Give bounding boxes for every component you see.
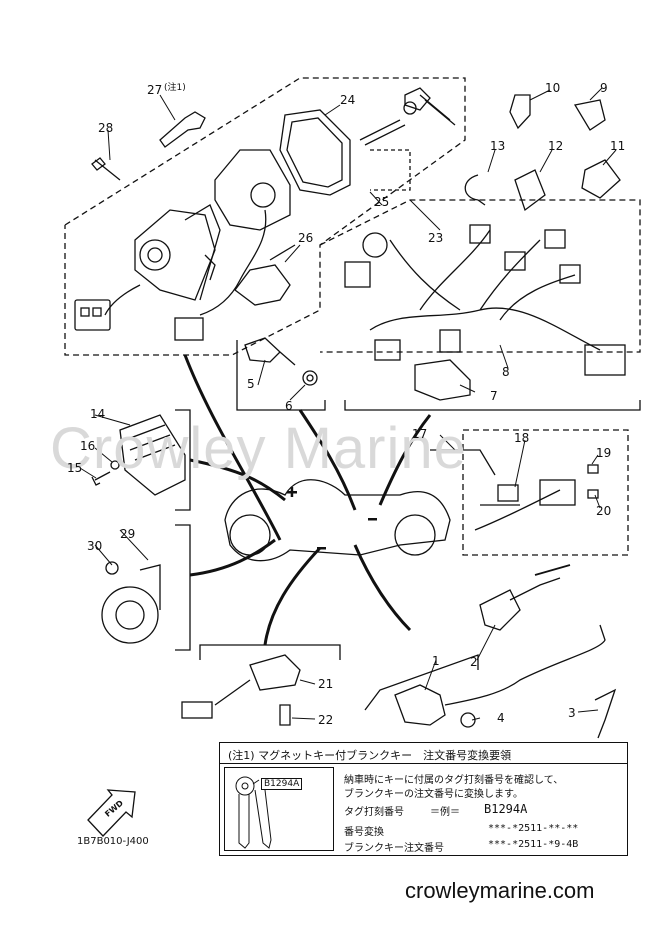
washer-6 xyxy=(302,370,318,386)
callout-24: 24 xyxy=(340,93,356,107)
bracket-29 xyxy=(175,524,191,651)
diagram-code: 1B7B010-J400 xyxy=(77,836,149,847)
callout-9: 9 xyxy=(600,81,608,95)
bracket-21 xyxy=(199,644,341,660)
note-line-2: ブランクキーの注文番号に変換します。 xyxy=(344,789,523,800)
sub-harness-17 xyxy=(474,489,561,531)
note-divider xyxy=(220,763,627,764)
callout-7: 7 xyxy=(490,389,498,403)
callout-28: 28 xyxy=(98,121,114,135)
callout-6: 6 xyxy=(285,399,293,413)
watermark: Crowley Marine xyxy=(50,416,467,481)
callout-20: 20 xyxy=(596,504,612,518)
site-url: crowleymarine.com xyxy=(405,878,595,903)
sensor-5 xyxy=(244,337,296,366)
callout-11: 11 xyxy=(610,139,626,153)
fwd-arrow xyxy=(87,789,136,837)
bolt-22 xyxy=(279,704,291,726)
sensor-21 xyxy=(214,654,301,706)
group-box-17 xyxy=(462,429,629,556)
cover-24 xyxy=(279,109,351,196)
plug-cap-2 xyxy=(479,589,521,631)
ignition-switch xyxy=(134,209,216,301)
conversion-value: ***-*2511-**-** xyxy=(488,823,579,834)
clip-9 xyxy=(573,99,606,131)
callout-27: 27 xyxy=(147,83,163,97)
nut-30 xyxy=(105,561,119,575)
callout-15: 15 xyxy=(67,461,83,475)
tag-number-value: B1294A xyxy=(484,802,528,816)
callout-10: 10 xyxy=(545,81,561,95)
callout-30: 30 xyxy=(87,539,103,553)
nut-4 xyxy=(460,712,476,728)
key-tag-illustration: B1294A xyxy=(224,767,334,851)
tag-number-label: タグ打刻番号 xyxy=(344,807,404,818)
callout-18: 18 xyxy=(514,431,530,445)
note-box: (注1) マグネットキー付ブランクキー 注文番号変換要領 B1294A 納車時に… xyxy=(219,742,628,856)
callout-21: 21 xyxy=(318,677,334,691)
group-box-harness xyxy=(319,199,641,353)
callout-29: 29 xyxy=(120,527,136,541)
blank-key-label: ブランクキー注文番号 xyxy=(344,843,444,854)
key-tag-icon xyxy=(235,776,272,849)
switch-housing xyxy=(214,149,291,231)
example-label: ＝例＝ xyxy=(430,807,460,818)
note-title: (注1) マグネットキー付ブランクキー 注文番号変換要領 xyxy=(228,749,512,762)
relay-7 xyxy=(414,359,471,401)
callout-19: 19 xyxy=(596,446,612,460)
callout-25: 25 xyxy=(374,195,390,209)
clip-10 xyxy=(509,94,531,130)
key-set-25 xyxy=(359,87,456,146)
horn-29 xyxy=(101,586,159,644)
clip-11 xyxy=(581,159,621,199)
rectifier-14 xyxy=(119,414,186,496)
key-27 xyxy=(159,111,206,148)
conversion-label: 番号変換 xyxy=(344,827,384,838)
note-line-1: 納車時にキーに付属のタグ打刻番号を確認して、 xyxy=(344,775,564,786)
callout-4: 4 xyxy=(497,711,505,725)
sensor-26 xyxy=(234,264,291,306)
blank-key-value: ***-*2511-*9-4B xyxy=(488,839,579,850)
callout-27-note: (注1) xyxy=(164,83,186,93)
callout-8: 8 xyxy=(502,365,510,379)
motorcycle-outline xyxy=(224,479,451,562)
key-tag-number: B1294A xyxy=(261,778,303,790)
callout-22: 22 xyxy=(318,713,334,727)
group-box-ignition xyxy=(64,77,466,356)
callout-26: 26 xyxy=(298,231,314,245)
washer-16 xyxy=(110,460,120,470)
callout-3: 3 xyxy=(568,706,576,720)
bracket-5-6 xyxy=(236,340,326,411)
bracket-8-7 xyxy=(344,400,641,411)
callout-12: 12 xyxy=(548,139,564,153)
callout-5: 5 xyxy=(247,377,255,391)
screw-28 xyxy=(91,157,121,181)
link-lines xyxy=(183,354,432,646)
callout-13: 13 xyxy=(490,139,506,153)
callout-17: 17 xyxy=(412,427,428,441)
bolt-15 xyxy=(91,471,111,486)
callout-23: 23 xyxy=(428,231,444,245)
callout-1: 1 xyxy=(432,654,440,668)
wire-harness-8 xyxy=(369,229,601,351)
callout-14: 14 xyxy=(90,407,106,421)
clip-12 xyxy=(514,169,546,212)
callout-2: 2 xyxy=(470,655,478,669)
callout-16: 16 xyxy=(80,439,96,453)
bracket-ignition-coil xyxy=(364,654,479,711)
ignition-coil-1 xyxy=(394,684,446,726)
cable-tie-3 xyxy=(594,688,617,739)
leader-lines xyxy=(79,87,617,721)
clip-13 xyxy=(464,174,486,206)
